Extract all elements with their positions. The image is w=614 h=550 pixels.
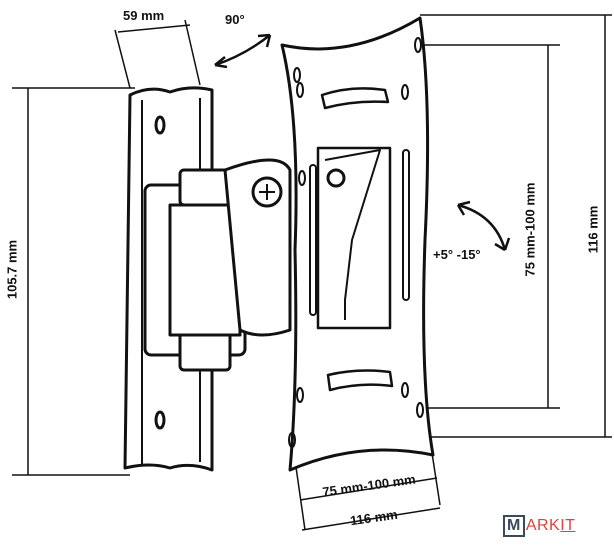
rotation-arrows — [214, 33, 511, 252]
wall-plate-height-label: 105.7 mm — [4, 239, 20, 300]
dimension-lines — [12, 14, 612, 531]
swivel-angle-label: 90° — [225, 12, 245, 27]
swivel-arm — [143, 158, 292, 372]
vesa-vertical-label: 75 mm-100 mm — [522, 182, 538, 277]
arm-depth-label: 59 mm — [123, 8, 165, 23]
vesa-plate — [280, 16, 435, 472]
logo-box-letter: M — [503, 515, 525, 537]
logo-underlined-text: IT — [560, 517, 576, 534]
logo-text: ARK — [525, 517, 561, 534]
tilt-angle-label: +5° -15° — [433, 247, 481, 262]
plate-height-label: 116 mm — [585, 205, 601, 254]
markit-logo: M ARK IT — [503, 515, 575, 537]
